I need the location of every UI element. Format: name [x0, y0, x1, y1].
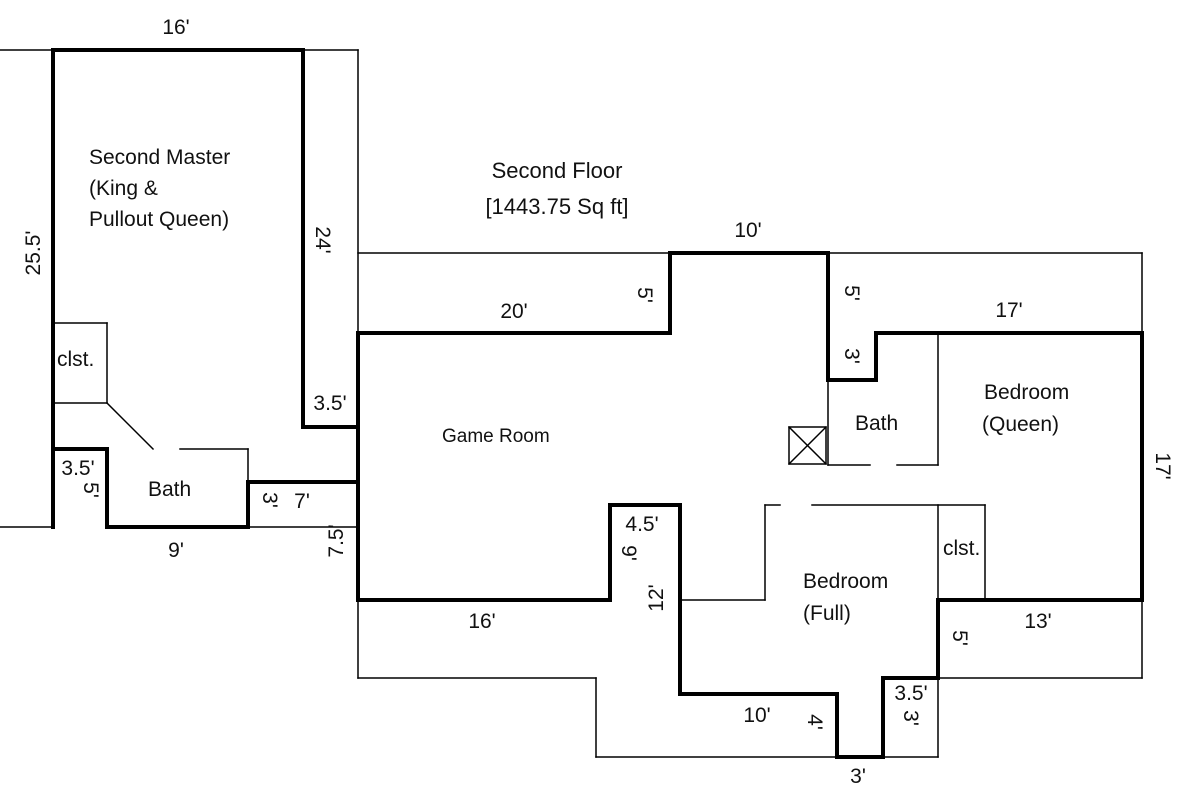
room-bedroom-queen-line1: Bedroom [984, 381, 1069, 404]
room-bedroom-full-line2: (Full) [803, 602, 851, 625]
dim-queen-top-17: 17' [995, 299, 1022, 322]
dim-right-5: 5' [948, 630, 971, 646]
dim-game-top-20: 20' [500, 300, 527, 323]
room-bath-left: Bath [148, 478, 191, 501]
dim-full-9: 9' [617, 545, 640, 561]
dim-bath-7: 7' [294, 490, 310, 513]
thick-walls [51, 48, 1144, 759]
dim-full-4: 4' [803, 714, 826, 730]
dim-notch-3: 3' [840, 348, 863, 364]
room-game-room: Game Room [442, 426, 550, 447]
dim-closet-3: 3' [899, 710, 922, 726]
dim-full-45: 4.5' [625, 513, 658, 536]
thin-walls [0, 49, 1143, 758]
plan-title-line1: Second Floor [492, 158, 623, 183]
room-bath-right: Bath [855, 412, 898, 435]
room-second-master-line3: Pullout Queen) [89, 208, 229, 231]
dim-queen-right-17: 17' [1151, 452, 1174, 479]
dim-bath-3: 3' [258, 492, 281, 508]
plan-title-line2: [1443.75 Sq ft] [485, 194, 628, 219]
dim-right-13: 13' [1024, 610, 1051, 633]
room-bedroom-full-line1: Bedroom [803, 570, 888, 593]
room-second-master-line2: (King & [89, 177, 158, 200]
closet-left-label: clst. [57, 348, 94, 371]
dim-master-35: 3.5' [313, 392, 346, 415]
dim-master-top: 16' [162, 16, 189, 39]
closet-right-label: clst. [943, 537, 980, 560]
dim-bath-5: 5' [79, 482, 102, 498]
room-bedroom-queen-line2: (Queen) [982, 413, 1059, 436]
dim-bath-35: 3.5' [61, 457, 94, 480]
dim-master-left: 25.5' [22, 231, 45, 276]
dim-closet-35: 3.5' [894, 682, 927, 705]
dim-bottom-3: 3' [850, 765, 866, 788]
dim-full-bottom-10: 10' [743, 704, 770, 727]
stair-box [787, 425, 828, 466]
dim-top-10: 10' [734, 219, 761, 242]
dim-hall-left-9: 9' [168, 539, 184, 562]
dim-game-left-75: 7.5' [325, 524, 348, 557]
dim-notch-5: 5' [840, 285, 863, 301]
room-second-master-line1: Second Master [89, 146, 230, 169]
dim-full-12: 12' [645, 584, 668, 611]
dim-game-bottom-16: 16' [468, 610, 495, 633]
dim-step-5: 5' [633, 287, 656, 303]
dim-master-right: 24' [311, 226, 334, 253]
